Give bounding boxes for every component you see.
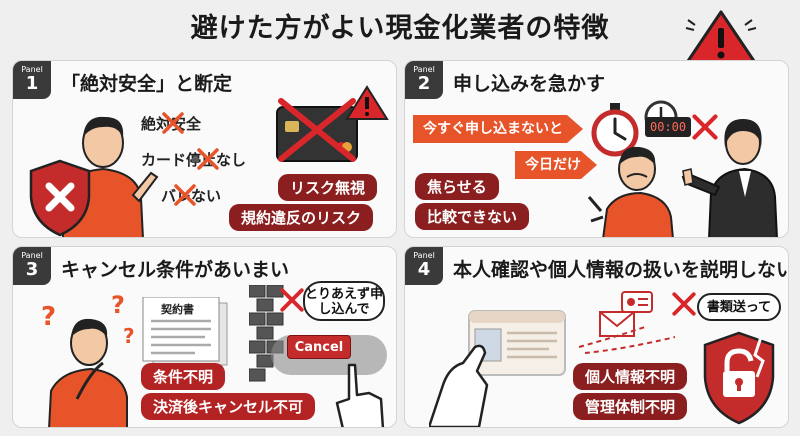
panel-tag: Panel 2 — [405, 61, 443, 99]
panel-title: 「絶対安全」と断定 — [61, 73, 233, 95]
panel-1: Panel 1 「絶対安全」と断定 絶対安全 カード停止なし バレない リスク無… — [12, 60, 397, 238]
stopwatch-icon — [591, 103, 639, 157]
panel-tag: Panel 4 — [405, 247, 443, 285]
credit-card-icon — [276, 85, 389, 162]
x-mark-icon — [174, 184, 196, 206]
claim-no-card-stop: カード停止なし — [141, 151, 247, 169]
x-mark-icon — [162, 112, 184, 134]
risk-badge: 決済後キャンセル不可 — [141, 393, 316, 420]
svg-text:?: ? — [41, 302, 56, 332]
svg-text:?: ? — [111, 291, 125, 319]
panel-tag: Panel 1 — [13, 61, 51, 99]
panel-3: Panel 3 キャンセル条件があいまい ? ? ? 契約書 とりあえ — [12, 246, 397, 428]
document-icon — [142, 297, 228, 366]
stressed-man-illustration — [587, 146, 674, 237]
speech-bubble: 書類送って — [697, 293, 781, 321]
pressure-arrow: 今日だけ — [515, 151, 597, 179]
document-label: 契約書 — [161, 303, 194, 316]
shield-x-icon — [29, 159, 91, 237]
x-mark-icon — [672, 292, 696, 316]
x-mark-icon — [197, 148, 219, 170]
id-card-small-icon — [621, 291, 653, 313]
pointing-hand-icon — [335, 363, 385, 427]
panel-2: Panel 2 申し込みを急かす 今すぐ申し込まないと 今日だけ 00:00 焦… — [404, 60, 789, 238]
id-card-icon — [429, 310, 566, 427]
countdown-timer: 00:00 — [645, 117, 692, 137]
risk-badge: 管理体制不明 — [573, 393, 688, 420]
x-mark-icon — [692, 114, 718, 140]
pushy-agent-illustration — [681, 119, 778, 237]
claim-undetected: バレない — [161, 187, 222, 205]
panel-title: 申し込みを急かす — [453, 73, 606, 95]
panel-tag: Panel 3 — [13, 247, 51, 285]
warning-triangle-icon — [684, 10, 758, 66]
risk-badge: 焦らせる — [415, 173, 499, 200]
panel-title: 本人確認や個人情報の扱いを説明しない — [453, 259, 789, 281]
risk-badge: リスク無視 — [278, 174, 378, 201]
panel-title: キャンセル条件があいまい — [61, 259, 290, 281]
x-mark-icon — [280, 288, 304, 312]
risk-badge: 比較できない — [415, 203, 530, 230]
cancel-button[interactable]: Cancel — [287, 335, 351, 359]
svg-text:?: ? — [123, 324, 135, 348]
broken-lock-shield-icon — [703, 331, 775, 425]
pressure-arrow: 今すぐ申し込まないと — [413, 115, 583, 143]
data-leak-lines — [578, 326, 676, 354]
confused-man-illustration: ? ? ? — [41, 291, 135, 427]
page-title: 避けた方がよい現金化業者の特徴 — [190, 13, 610, 44]
risk-badge: 条件不明 — [141, 363, 226, 390]
brick-wall-illustration — [249, 285, 284, 382]
panel-4: Panel 4 本人確認や個人情報の扱いを説明しない 書類送って 個人情報不明 — [404, 246, 789, 428]
speech-bubble: とりあえず申し込んで — [303, 281, 385, 321]
risk-badge: 規約違反のリスク — [229, 204, 374, 231]
risk-badge: 個人情報不明 — [573, 363, 688, 390]
